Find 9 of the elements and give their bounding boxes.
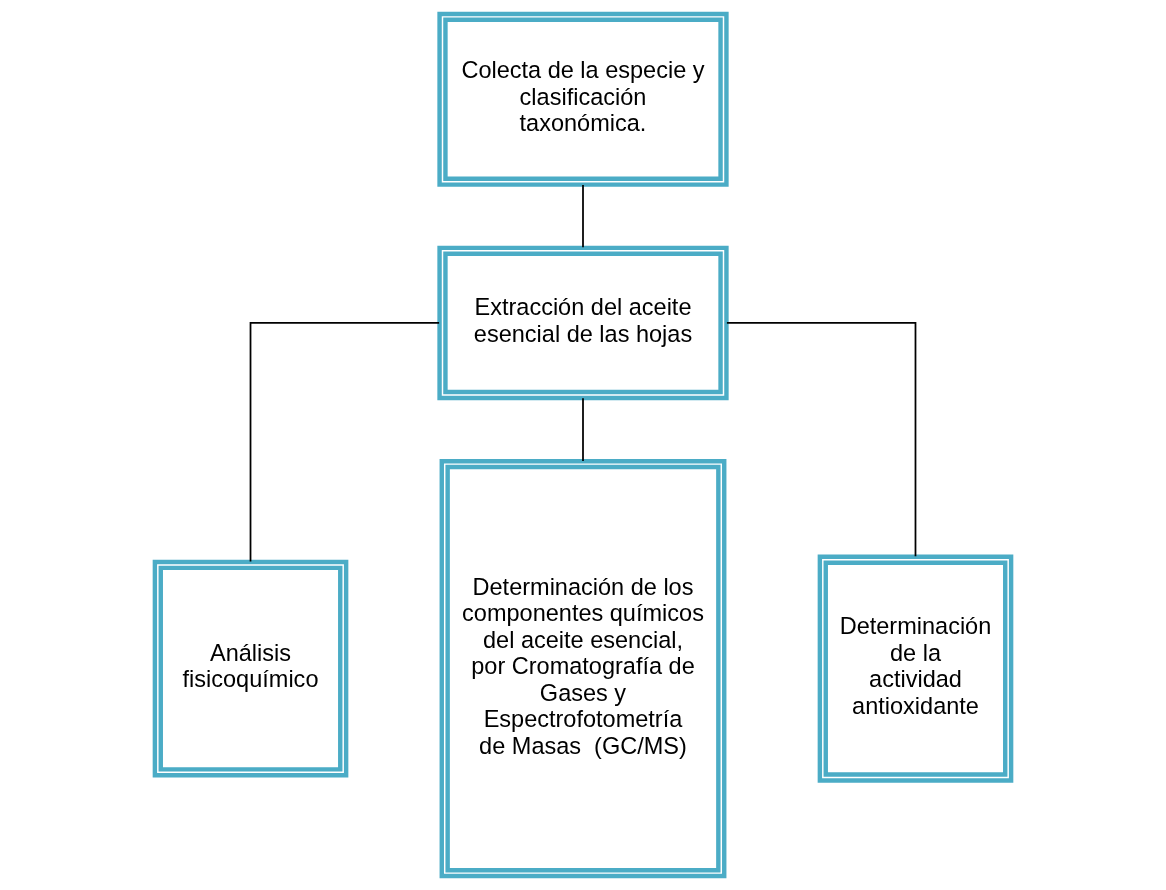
node-box: Extracción del aceite esencial de las hojas (437, 245, 729, 401)
node-box: Determinación de la actividad antioxidante (817, 554, 1014, 783)
connector (582, 397, 584, 462)
connector (726, 322, 917, 558)
node-box: Colecta de la especie y clasificación taxonómica. (437, 11, 729, 187)
connector (249, 322, 440, 563)
connector (582, 184, 584, 249)
node-box: Análisis fisicoquímico (152, 559, 349, 778)
node-box: Determinación de los componentes químicos del aceite esencial, por Cromatografía de Gases y Espectrofotometría de Masas (GC/MS) (439, 458, 727, 879)
